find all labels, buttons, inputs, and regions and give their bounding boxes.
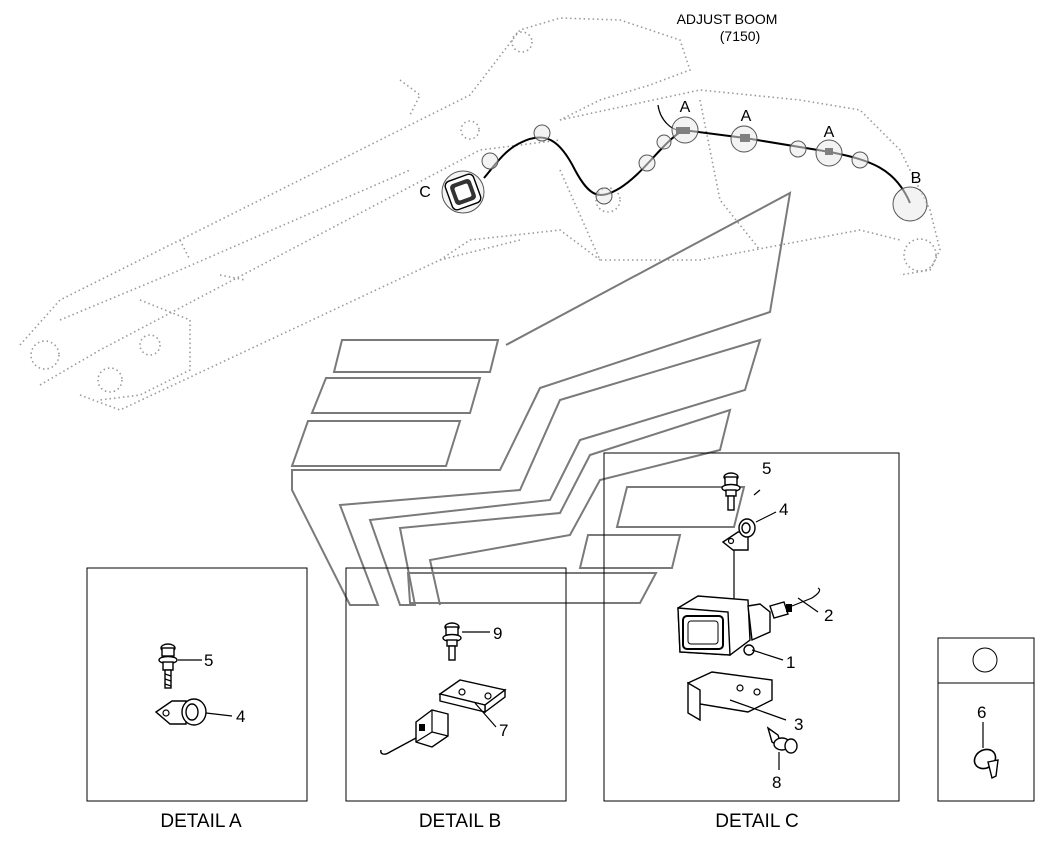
connector-icon [769,587,821,619]
detail-c-part-1: 1 [786,653,795,672]
detail-b-part-9: 9 [493,624,502,643]
clamp-icon [154,698,207,726]
detail-b: 9 7 [345,567,567,802]
detail-c-part-5: 5 [762,459,771,478]
detail-a-frame [86,567,308,802]
side-panel-part-6: 6 [977,703,986,722]
work-lamp-icon [444,173,482,211]
clamp-icon [721,518,756,551]
bracket-icon [438,679,507,714]
detail-b-frame [345,567,567,802]
watermark-logo [290,191,792,606]
detail-c-label: DETAIL C [715,811,798,832]
detail-b-label: DETAIL B [419,811,501,832]
side-panel: 6 [937,637,1035,802]
detail-a-part-4: 4 [236,707,245,726]
bolt-icon [721,472,741,511]
clamp-markers [441,116,928,222]
detail-c: 5 4 2 1 3 8 [603,452,900,802]
bolt-icon [442,622,462,661]
detail-c-part-8: 8 [772,773,781,792]
detail-c-frame [603,452,900,802]
detail-c-part-4: 4 [779,500,788,519]
callout-c: C [419,184,431,201]
side-panel-frame [937,637,1035,802]
detail-a-part-5: 5 [204,651,213,670]
diagram-subtitle: (7150) [720,28,760,44]
callout-b: B [911,170,922,187]
cable-tie-icon [973,748,999,780]
detail-b-part-7: 7 [499,721,508,740]
bolt-icon [158,643,178,689]
callout-a-1: A [680,99,691,116]
bolt-icon [766,726,798,754]
detail-a-label: DETAIL A [160,811,242,832]
detail-c-part-3: 3 [794,715,803,734]
detail-a: 5 4 [86,567,308,802]
bracket-icon [687,671,773,722]
callout-a-2: A [741,108,752,125]
wiring-harness [483,104,911,204]
diagram-title: ADJUST BOOM [677,11,778,27]
work-lamp-icon [677,595,771,656]
boom-outline [19,17,941,411]
connector-icon [415,709,449,748]
detail-c-part-2: 2 [824,606,833,625]
callout-a-3: A [824,124,835,141]
circle-symbol-icon [972,647,998,673]
